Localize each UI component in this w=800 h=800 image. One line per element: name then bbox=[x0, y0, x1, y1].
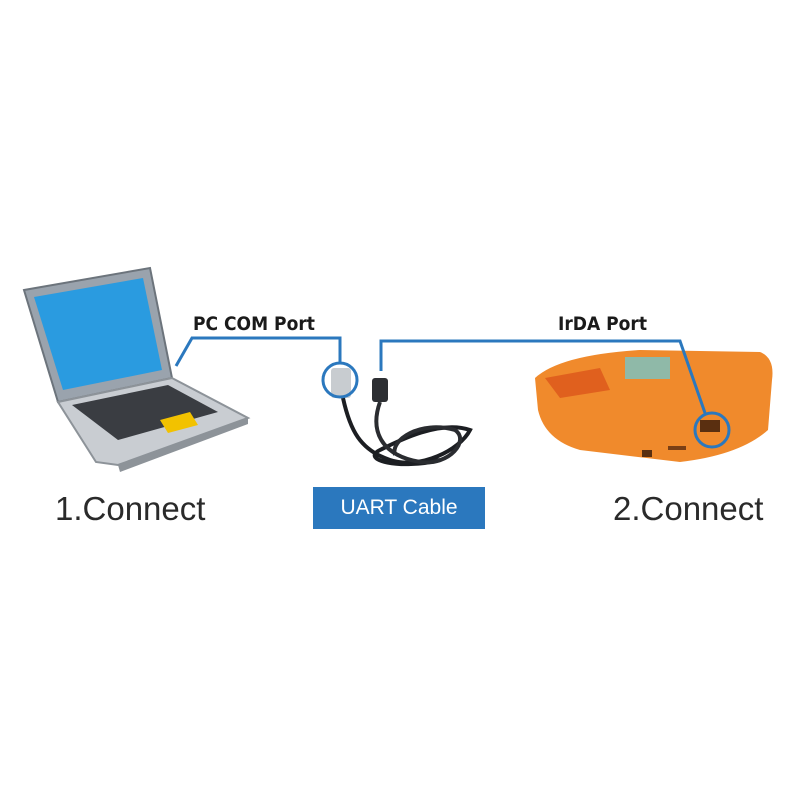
orange-device-icon bbox=[535, 350, 773, 462]
uart-cable-badge: UART Cable bbox=[313, 487, 485, 529]
pc-com-port-label: PC COM Port bbox=[193, 313, 315, 335]
uart-cable-icon bbox=[331, 368, 473, 467]
laptop-icon bbox=[22, 266, 251, 472]
step1-label: 1.Connect bbox=[55, 490, 206, 527]
irda-port-label: IrDA Port bbox=[558, 313, 648, 335]
step2-label: 2.Connect bbox=[613, 490, 764, 527]
connector-lines bbox=[174, 336, 731, 449]
